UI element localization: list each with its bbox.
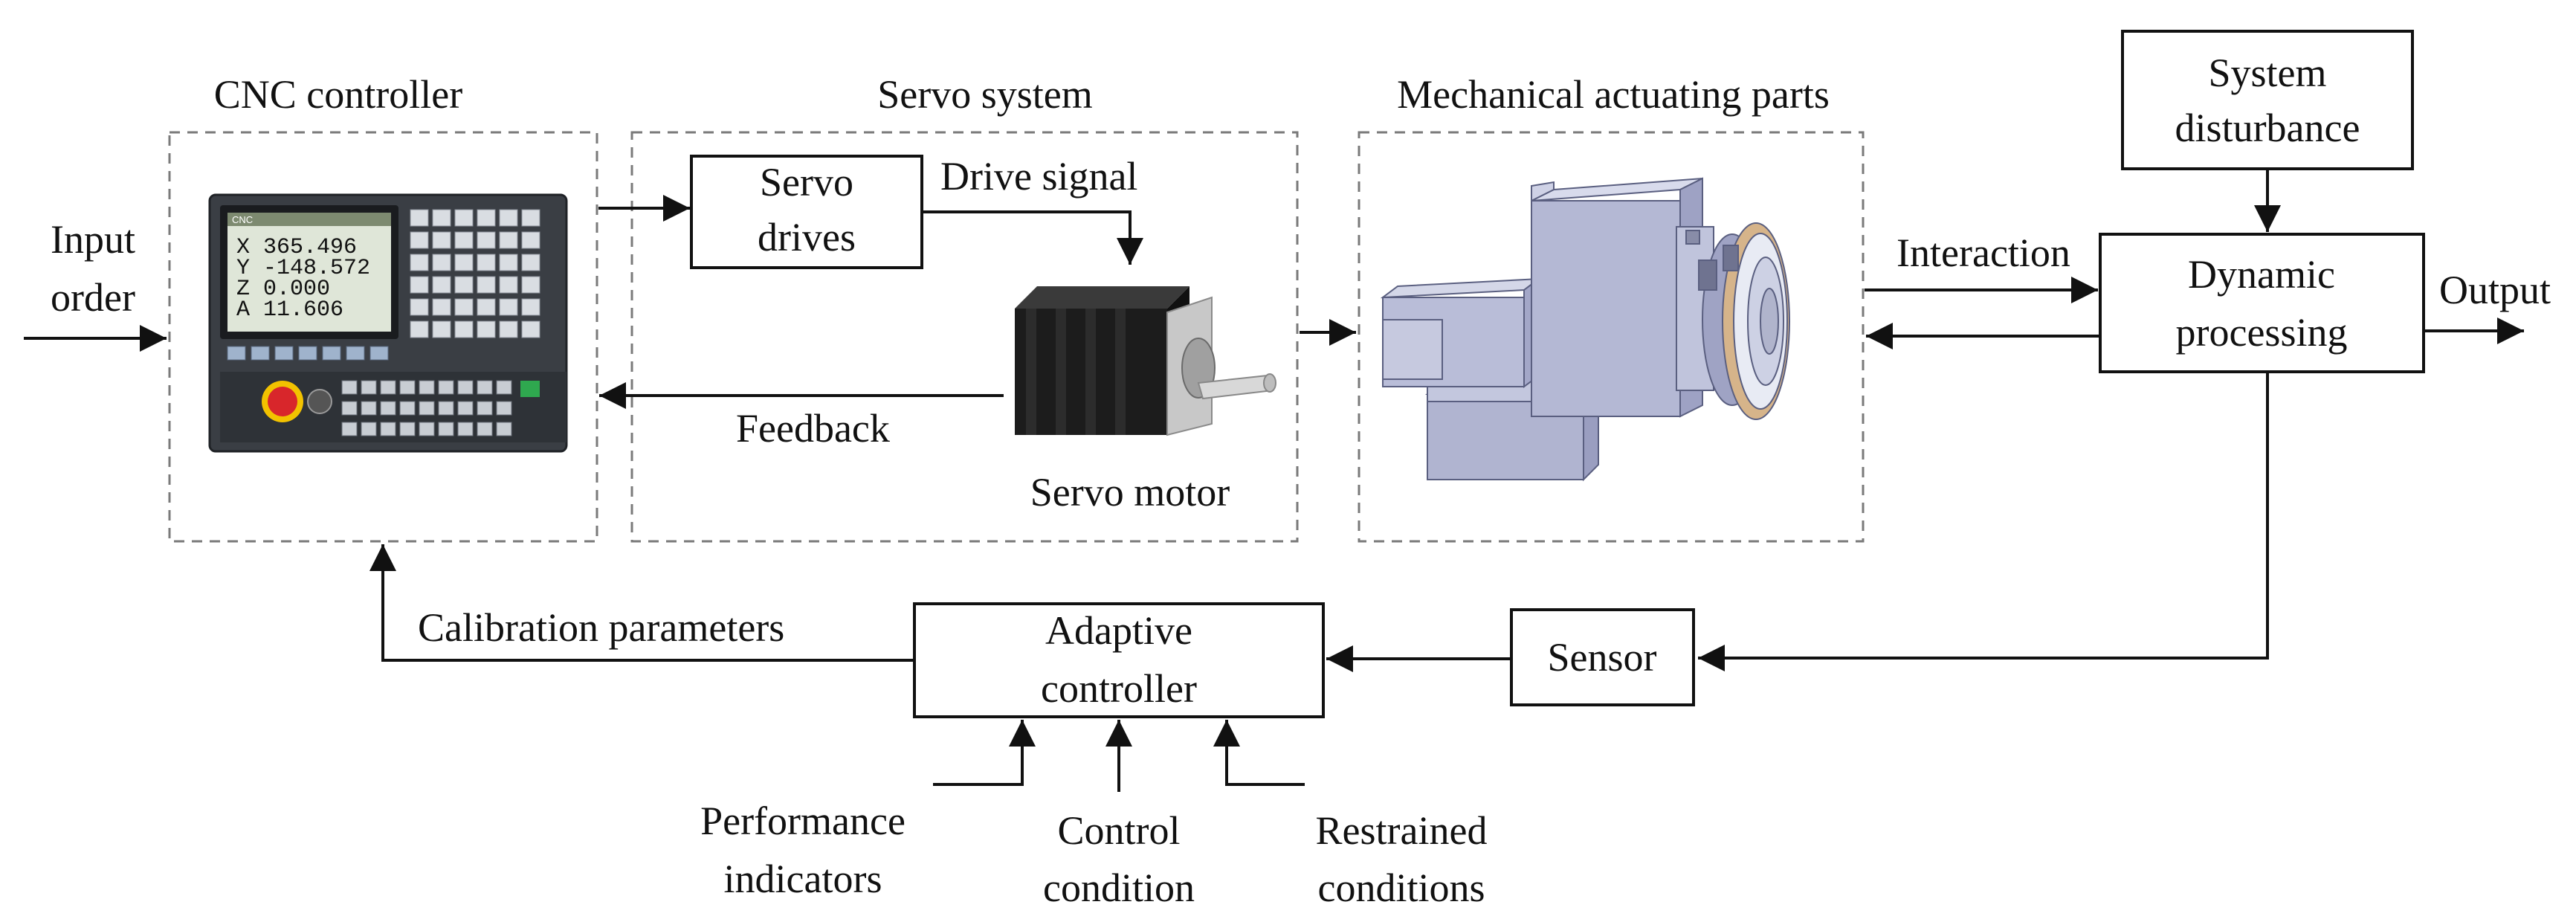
servo-system-title: Servo system — [877, 72, 1093, 117]
performance-indicators-label-line1: Performance — [700, 799, 906, 843]
drive-signal-label: Drive signal — [940, 154, 1137, 199]
adaptive-controller-label-line1: Adaptive — [1045, 608, 1192, 653]
mechanical-parts-frame — [1358, 131, 1865, 543]
cnc-lower-keypad — [341, 380, 512, 436]
dynamic-processing-label-line2: processing — [2176, 310, 2348, 355]
input-order-label-line1: Input — [51, 217, 135, 262]
dynamic-to-sensor-arrow — [1698, 372, 2269, 671]
control-condition-label-line2: condition — [1043, 865, 1195, 910]
cnc-softkeys — [227, 346, 389, 361]
output-label: Output — [2439, 268, 2551, 312]
servo-drives-label-line1: Servo — [760, 160, 853, 204]
performance-indicators-arrow — [933, 720, 1036, 786]
cnc-screen-row-2: Y -148.572 — [236, 256, 370, 281]
interaction-label: Interaction — [1897, 230, 2070, 275]
cnc-screen-row-4: A 11.606 — [236, 297, 343, 323]
cnc-screen-row-3: Z 0.000 — [236, 277, 330, 302]
cnc-green-key — [520, 381, 540, 397]
cnc-keypad — [410, 209, 540, 338]
restrained-conditions-arrow — [1213, 720, 1305, 786]
servo-motor-image — [1015, 286, 1276, 436]
drive-signal-arrow — [922, 210, 1143, 265]
mechanical-parts-title: Mechanical actuating parts — [1397, 72, 1830, 117]
restrained-conditions-label-line1: Restrained — [1316, 808, 1488, 853]
adaptive-controller-label-line2: controller — [1041, 666, 1197, 711]
system-disturbance-label-line1: System — [2208, 51, 2326, 95]
control-condition-label-line1: Control — [1057, 808, 1180, 853]
calibration-parameters-label: Calibration parameters — [418, 605, 784, 650]
servo-drives-label-line2: drives — [758, 215, 856, 259]
cnc-dial-icon — [307, 389, 332, 414]
input-order-label-line2: order — [51, 275, 135, 320]
mechanical-parts-image — [1380, 177, 1790, 482]
cnc-screen-row-1: X 365.496 — [236, 235, 357, 260]
system-disturbance-label-line2: disturbance — [2175, 106, 2360, 150]
cnc-panel-image: CNC X 365.496 Y -148.572 Z 0.000 A 11.60… — [208, 193, 568, 453]
system-disturbance-box — [2121, 30, 2414, 170]
servo-motor-label: Servo motor — [1030, 470, 1230, 515]
cnc-controller-title: CNC controller — [214, 72, 462, 117]
sensor-label: Sensor — [1548, 635, 1657, 680]
cnc-screen — [227, 213, 391, 332]
feedback-label: Feedback — [736, 406, 890, 451]
sensor-box — [1510, 608, 1695, 706]
dynamic-processing-label-line1: Dynamic — [2188, 252, 2335, 297]
calibration-arrow — [369, 544, 914, 662]
estop-icon — [268, 387, 297, 416]
dynamic-processing-box — [2099, 233, 2425, 373]
cnc-screen-brand: CNC — [232, 214, 253, 225]
performance-indicators-label-line2: indicators — [724, 857, 882, 901]
restrained-conditions-label-line2: conditions — [1318, 865, 1485, 910]
cnc-controller-frame — [168, 131, 598, 543]
